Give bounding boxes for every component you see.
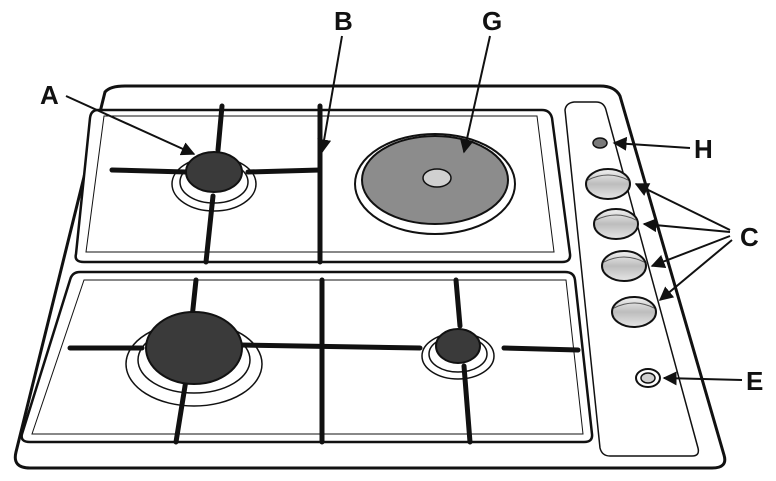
label-c: C <box>740 222 759 252</box>
label-g: G <box>482 6 502 36</box>
control-knob[interactable] <box>611 296 657 328</box>
semi-rapid-burner <box>421 328 495 380</box>
electric-hotplate <box>354 133 516 235</box>
indicator-light <box>592 137 608 149</box>
control-knobs <box>585 168 657 328</box>
rapid-burner <box>125 311 263 407</box>
control-knob[interactable] <box>601 250 647 282</box>
label-b: B <box>334 6 353 36</box>
leader-lines <box>65 35 743 386</box>
auxiliary-burner <box>171 151 257 212</box>
control-knob[interactable] <box>585 168 631 200</box>
label-e: E <box>746 366 763 396</box>
ignition-button[interactable] <box>635 368 661 388</box>
label-a: A <box>40 80 59 110</box>
label-h: H <box>694 134 713 164</box>
control-knob[interactable] <box>593 208 639 240</box>
lower-tray <box>20 270 594 444</box>
